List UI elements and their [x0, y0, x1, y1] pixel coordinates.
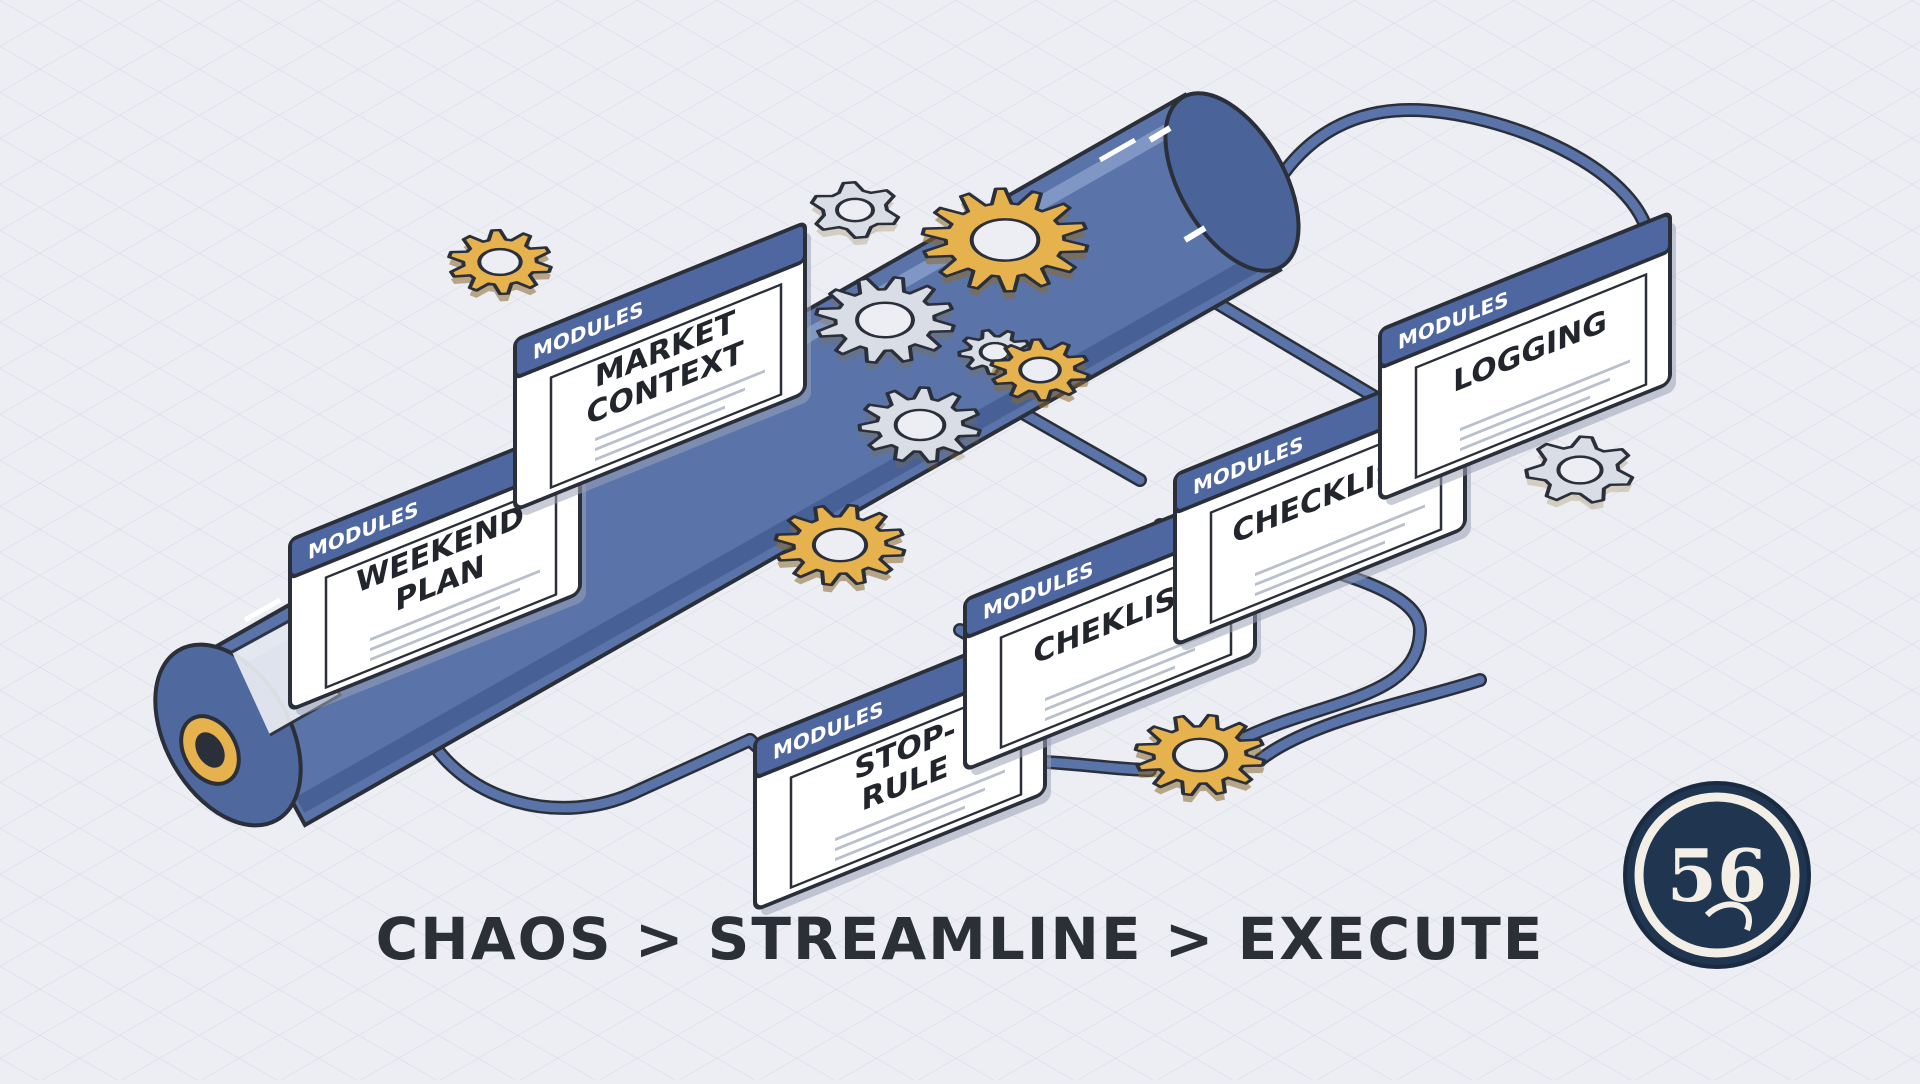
gear-gold-lower-icon [773, 503, 907, 593]
gear-gray-mid-icon [814, 276, 956, 371]
gear-gray-top-icon [809, 180, 901, 246]
module-cards: MODULESWEEKENDPLANMODULESMARKETCONTEXTMO… [288, 212, 1676, 915]
logo-badge: 56 [1623, 781, 1811, 969]
gear-gold-left-icon [447, 228, 553, 302]
tagline: CHAOS > STREAMLINE > EXECUTE [375, 905, 1545, 973]
gear-gold-mid-icon [989, 338, 1091, 409]
gear-gold-large-icon [920, 187, 1090, 299]
gear-gold-bottom-icon [1133, 713, 1267, 803]
gear-gray-low-icon [857, 386, 982, 470]
logo-text: 56 [1667, 833, 1767, 918]
gear-gray-right-icon [1524, 435, 1635, 510]
gear-cluster [447, 180, 1635, 803]
